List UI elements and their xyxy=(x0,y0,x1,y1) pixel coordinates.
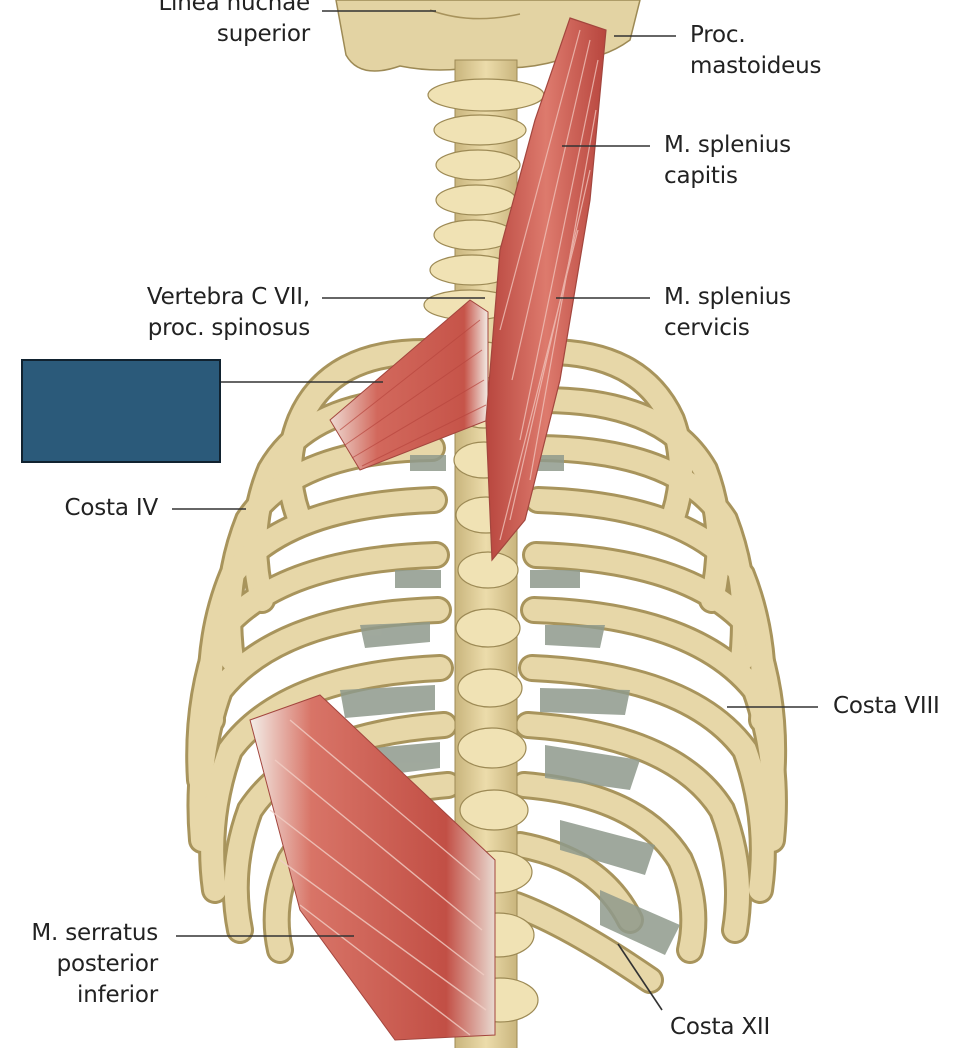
ribs-right xyxy=(502,337,788,994)
serratus-posterior-inferior xyxy=(249,694,496,1041)
label-linea-nuchae-superior: Linea nuchae superior xyxy=(158,0,310,47)
splenius-muscles xyxy=(485,17,607,562)
label-proc-mastoideus: Proc. mastoideus xyxy=(690,22,822,79)
label-m-splenius-capitis: M. splenius capitis xyxy=(664,132,791,189)
label-mask-box xyxy=(21,359,221,463)
intercostal-membranes xyxy=(340,455,680,955)
serratus-posterior-superior xyxy=(329,299,489,471)
label-m-serratus-posterior-inferior: M. serratus posterior inferior xyxy=(31,920,158,1008)
label-vertebra-c7: Vertebra C VII, proc. spinosus xyxy=(146,284,310,341)
label-costa-xii: Costa XII xyxy=(670,1014,771,1040)
leader-lines xyxy=(172,10,818,1011)
label-m-splenius-cervicis: M. splenius cervicis xyxy=(664,284,791,341)
label-costa-viii: Costa VIII xyxy=(833,693,940,719)
label-costa-iv: Costa IV xyxy=(64,495,159,521)
